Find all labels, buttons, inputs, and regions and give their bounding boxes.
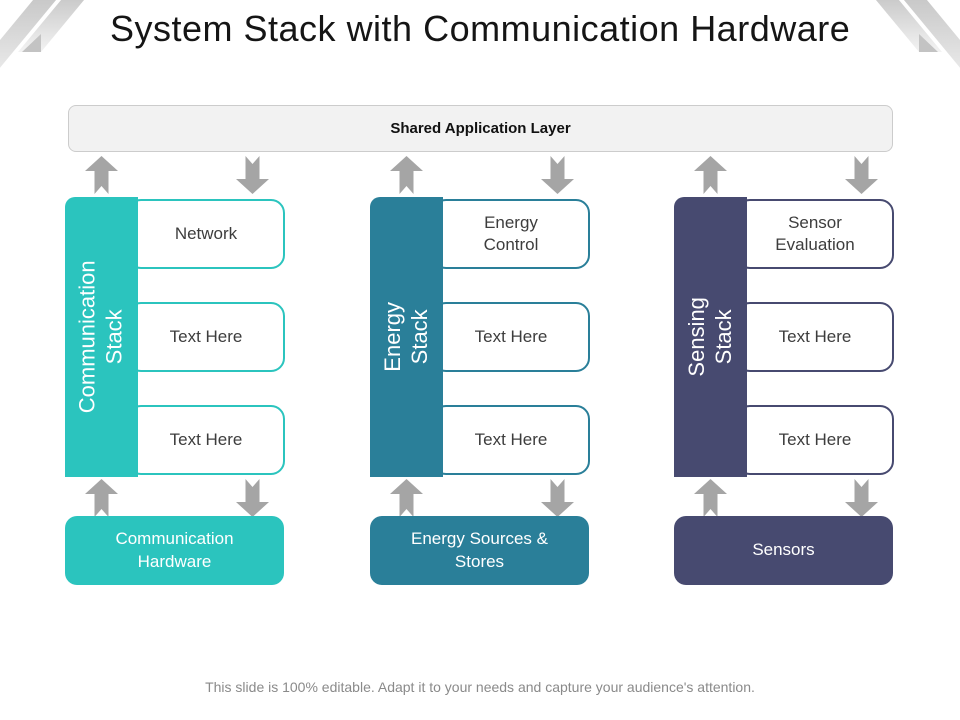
shared-application-layer-bar[interactable]: Shared Application Layer <box>68 105 893 152</box>
stack-box-text-here[interactable]: Text Here <box>736 302 894 372</box>
up-arrow-icon[interactable] <box>694 156 727 194</box>
stack-box-energy-control[interactable]: Energy Control <box>432 199 590 269</box>
energy-stack-sidebar[interactable]: Energy Stack <box>370 197 443 477</box>
down-arrow-icon[interactable] <box>845 156 878 194</box>
up-arrow-icon[interactable] <box>85 156 118 194</box>
stack-box-label: Text Here <box>474 429 548 449</box>
bottom-box-label: Communication Hardware <box>115 529 234 571</box>
stack-box-label: Sensor Evaluation <box>775 212 855 254</box>
corner-decoration-left-icon <box>0 0 85 68</box>
stack-box-text-here[interactable]: Text Here <box>432 405 590 475</box>
stack-label-line: Stack <box>406 309 432 365</box>
arrow-pair-top-communication <box>65 156 285 194</box>
energy-stack: Energy Control Text Here Text Here Energ… <box>370 197 590 477</box>
stack-box-network[interactable]: Network <box>127 199 285 269</box>
arrow-pair-top-energy <box>370 156 590 194</box>
stack-label-line: Sensing <box>683 297 709 377</box>
shared-application-layer-label: Shared Application Layer <box>390 120 571 137</box>
down-arrow-icon[interactable] <box>541 156 574 194</box>
stack-label-line: Stack <box>710 309 736 365</box>
footer-note: This slide is 100% editable. Adapt it to… <box>205 679 755 695</box>
communication-hardware-box[interactable]: Communication Hardware <box>65 516 284 585</box>
stack-box-text-here[interactable]: Text Here <box>736 405 894 475</box>
down-arrow-icon[interactable] <box>845 479 878 517</box>
stack-box-text-here[interactable]: Text Here <box>127 405 285 475</box>
slide-title[interactable]: System Stack with Communication Hardware <box>110 8 851 49</box>
bottom-box-label: Energy Sources & Stores <box>410 529 548 571</box>
energy-stack-label: Energy Stack <box>380 302 434 372</box>
stack-label-line: Energy <box>379 302 405 372</box>
down-arrow-icon[interactable] <box>236 479 269 517</box>
up-arrow-icon[interactable] <box>390 156 423 194</box>
up-arrow-icon[interactable] <box>694 479 727 517</box>
bottom-box-label: Sensors <box>752 540 815 560</box>
stack-box-label: Text Here <box>169 429 243 449</box>
stack-label-line: Communication <box>74 260 100 414</box>
corner-decoration-right-icon <box>875 0 960 68</box>
sensing-stack: Sensor Evaluation Text Here Text Here Se… <box>674 197 894 477</box>
stack-label-line: Stack <box>101 309 127 365</box>
down-arrow-icon[interactable] <box>541 479 574 517</box>
down-arrow-icon[interactable] <box>236 156 269 194</box>
stack-box-label: Energy Control <box>483 212 539 254</box>
up-arrow-icon[interactable] <box>390 479 423 517</box>
arrow-pair-bottom-sensing <box>674 479 894 517</box>
stack-box-label: Text Here <box>474 326 548 346</box>
stack-box-label: Network <box>174 223 238 243</box>
up-arrow-icon[interactable] <box>85 479 118 517</box>
sensing-stack-sidebar[interactable]: Sensing Stack <box>674 197 747 477</box>
arrow-pair-top-sensing <box>674 156 894 194</box>
communication-stack-label: Communication Stack <box>75 261 129 414</box>
communication-stack: Network Text Here Text Here Communicatio… <box>65 197 285 477</box>
communication-stack-sidebar[interactable]: Communication Stack <box>65 197 138 477</box>
stack-box-label: Text Here <box>778 326 852 346</box>
stack-box-sensor-evaluation[interactable]: Sensor Evaluation <box>736 199 894 269</box>
sensing-stack-label: Sensing Stack <box>684 297 738 377</box>
arrow-pair-bottom-communication <box>65 479 285 517</box>
arrow-pair-bottom-energy <box>370 479 590 517</box>
sensors-box[interactable]: Sensors <box>674 516 893 585</box>
stack-box-text-here[interactable]: Text Here <box>432 302 590 372</box>
stack-box-text-here[interactable]: Text Here <box>127 302 285 372</box>
stack-box-label: Text Here <box>778 429 852 449</box>
energy-sources-stores-box[interactable]: Energy Sources & Stores <box>370 516 589 585</box>
stack-box-label: Text Here <box>169 326 243 346</box>
